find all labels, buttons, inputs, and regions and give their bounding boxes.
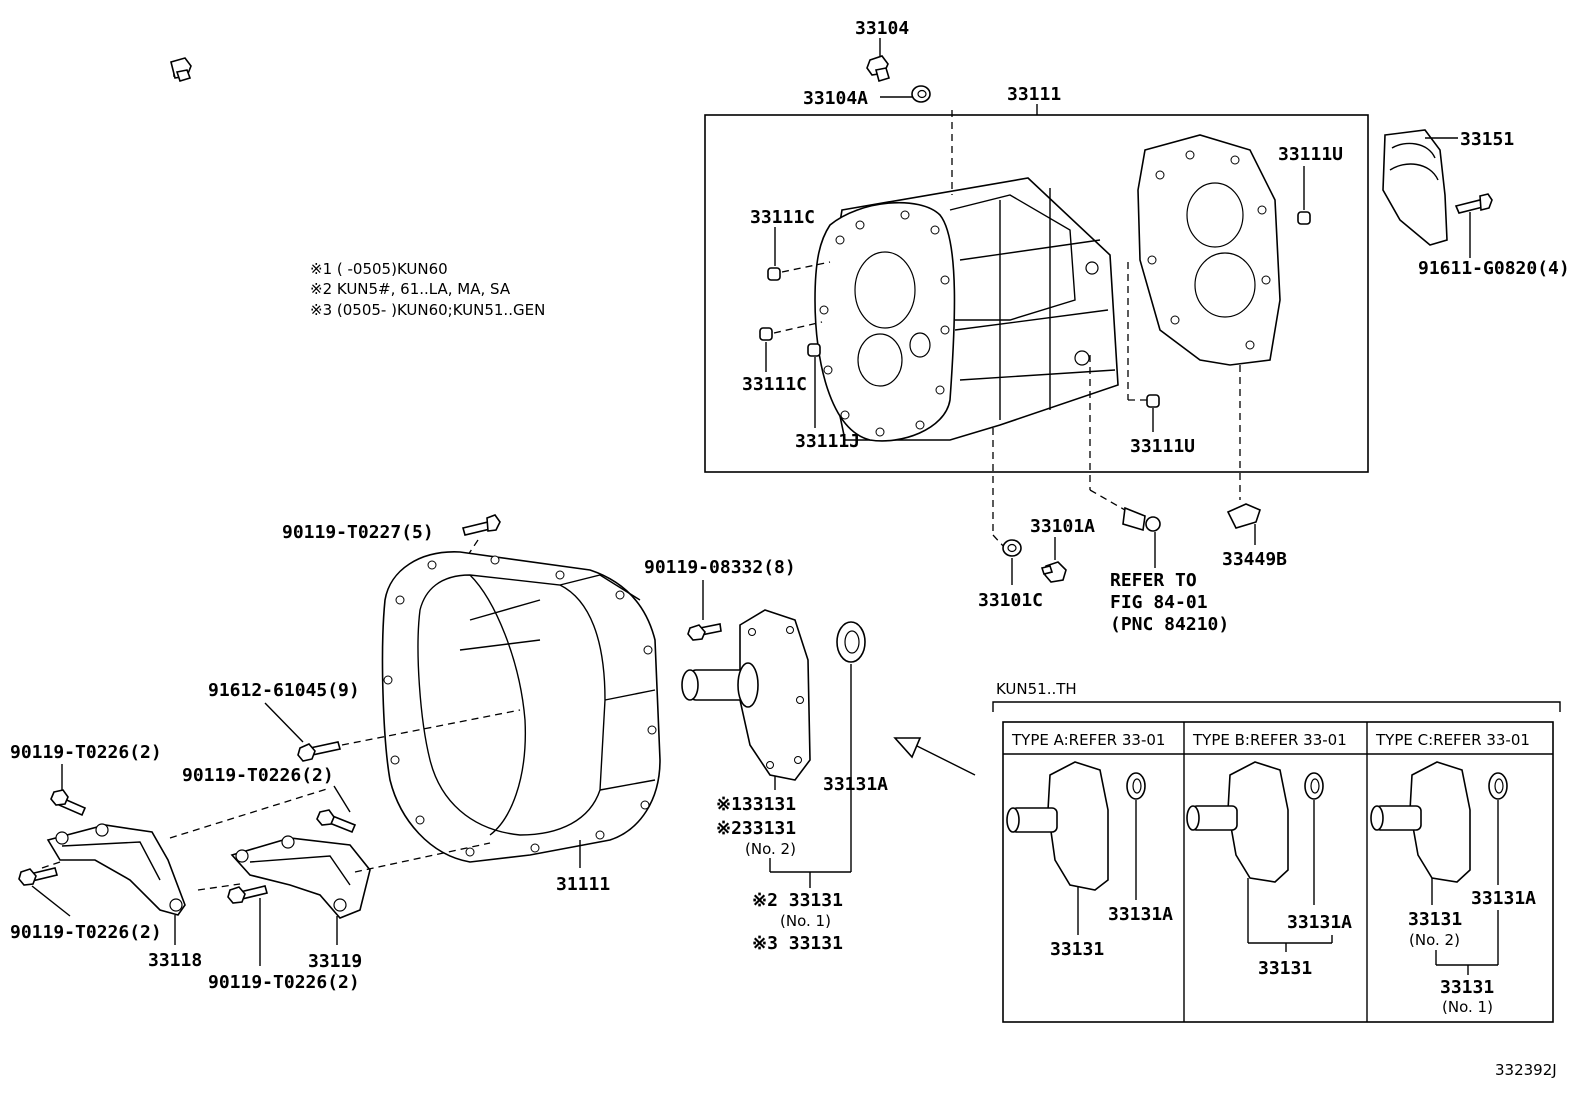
type-c-cover-no1: (No. 1) [1442, 998, 1493, 1016]
plug-33101A [1040, 561, 1067, 583]
bolt-90119-T0227 [462, 514, 501, 536]
label-33111C-bottom: 33111C [742, 374, 807, 395]
label-33104A: 33104A [803, 88, 868, 109]
variant-panel [1002, 721, 1554, 1023]
label-33131-note2b: ※2 33131 [752, 890, 843, 911]
rear-cover-33151[interactable] [1382, 129, 1448, 246]
refer-line-2: FIG 84-01 [1110, 592, 1208, 613]
gasket-33101C [1002, 539, 1022, 557]
type-c-seal [1488, 772, 1508, 800]
label-91611-G0820: 91611-G0820(4) [1418, 258, 1570, 279]
label-33151: 33151 [1460, 129, 1514, 150]
refer-line-1: REFER TO [1110, 570, 1197, 591]
type-a-title: TYPE A:REFER 33-01 [1011, 731, 1165, 749]
type-c-cover-no2: (No. 2) [1409, 931, 1460, 949]
note-3: ※3 (0505- )KUN60;KUN51..GEN [310, 301, 545, 319]
pin-33111U-top [1297, 211, 1311, 225]
label-90119-T0226-a: 90119-T0226(2) [10, 742, 162, 763]
applicability-notes: ※1 ( -0505)KUN60 ※2 KUN5#, 61..LA, MA, S… [310, 260, 545, 319]
type-a-seal-label: 33131A [1108, 904, 1173, 925]
label-33104: 33104 [855, 18, 909, 39]
bolt-91611 [1454, 193, 1493, 214]
label-90119-T0227: 90119-T0227(5) [282, 522, 434, 543]
bracket-33118[interactable] [46, 823, 186, 916]
label-33111J: 33111J [795, 431, 860, 452]
note-1: ※1 ( -0505)KUN60 [310, 260, 448, 278]
label-33111C-top: 33111C [750, 207, 815, 228]
type-c-retainer [1370, 761, 1471, 883]
figure-id: 332392J [1495, 1061, 1557, 1079]
label-no1-main: (No. 1) [780, 912, 831, 930]
label-31111: 31111 [556, 874, 610, 895]
bolt-33104 [866, 38, 890, 83]
label-90119-08332: 90119-08332(8) [644, 557, 796, 578]
label-33131A-main: 33131A [823, 774, 888, 795]
pin-33111U-bottom [1146, 394, 1160, 408]
label-91612-61045: 91612-61045(9) [208, 680, 360, 701]
type-a-retainer [1006, 761, 1109, 891]
oil-seal-33131A[interactable] [836, 621, 866, 663]
intermediate-plate[interactable] [1137, 134, 1281, 366]
bracket-33119[interactable] [230, 835, 371, 919]
label-90119-T0226-c: 90119-T0226(2) [182, 765, 334, 786]
pin-33111C-bottom [759, 327, 773, 341]
front-bearing-retainer-33131[interactable] [681, 609, 811, 781]
pin-33111J [807, 343, 821, 357]
label-33131-note3: ※3 33131 [752, 933, 843, 954]
bolt-90119-T0226-a [50, 789, 87, 817]
label-33131-note1: ※133131 [716, 794, 796, 815]
label-33101A: 33101A [1030, 516, 1095, 537]
sensor-84210 [1122, 506, 1161, 532]
arrow-icon [893, 737, 976, 776]
refer-line-3: (PNC 84210) [1110, 614, 1229, 635]
label-90119-T0226-b: 90119-T0226(2) [10, 922, 162, 943]
type-c-cover-main: 33131 [1440, 977, 1494, 998]
type-c-cover-label: 33131 [1408, 909, 1462, 930]
bolt-90119-T0226-d [227, 885, 268, 904]
type-c-title: TYPE C:REFER 33-01 [1375, 731, 1530, 749]
case-assembly-box [704, 114, 1369, 473]
type-a-cover-label: 33131 [1050, 939, 1104, 960]
label-33111U-bottom: 33111U [1130, 436, 1195, 457]
label-no2-main: (No. 2) [745, 840, 796, 858]
gasket-33104A [880, 85, 931, 103]
pin-33111C-top [767, 267, 781, 281]
transmission-case-33111[interactable] [814, 177, 1119, 442]
bolt-90119-T0226-c [316, 809, 357, 834]
label-33131-note2: ※233131 [716, 818, 796, 839]
type-b-title: TYPE B:REFER 33-01 [1192, 731, 1347, 749]
type-a-seal [1126, 772, 1146, 800]
label-33449B: 33449B [1222, 549, 1287, 570]
label-33118: 33118 [148, 950, 202, 971]
label-90119-T0226-d: 90119-T0226(2) [208, 972, 360, 993]
type-b-cover-label: 33131 [1258, 958, 1312, 979]
type-c-seal-label: 33131A [1471, 888, 1536, 909]
drain-plug-33104[interactable] [170, 57, 192, 82]
type-b-seal [1304, 772, 1324, 800]
label-33111: 33111 [1007, 84, 1061, 105]
label-33111U-top: 33111U [1278, 144, 1343, 165]
plug-33449B [1226, 503, 1261, 529]
note-2: ※2 KUN5#, 61..LA, MA, SA [310, 280, 511, 298]
type-b-seal-label: 33131A [1287, 912, 1352, 933]
bolt-90119-08332 [687, 623, 722, 641]
bell-housing-31111[interactable] [381, 551, 661, 863]
bolt-91612-61045 [297, 741, 342, 762]
variant-panel-heading: KUN51..TH [996, 680, 1077, 698]
type-b-retainer [1186, 761, 1289, 883]
label-33101C: 33101C [978, 590, 1043, 611]
label-33119: 33119 [308, 951, 362, 972]
bolt-90119-T0226-b [18, 867, 58, 886]
